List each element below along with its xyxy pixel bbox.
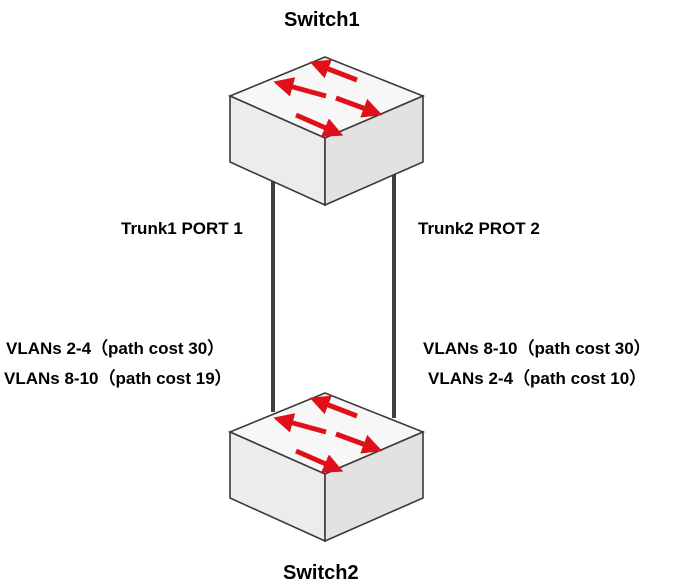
switch1-icon bbox=[227, 56, 426, 207]
trunk2-vlan-cost-2: VLANs 2-4（path cost 10） bbox=[428, 369, 647, 388]
trunk2-vlan-cost-1: VLANs 8-10（path cost 30） bbox=[423, 339, 651, 358]
trunk1-vlan-cost-1: VLANs 2-4（path cost 30） bbox=[6, 339, 225, 358]
switch1-label: Switch1 bbox=[284, 9, 360, 31]
switch2-label: Switch2 bbox=[283, 562, 359, 584]
trunk1-port-label: Trunk1 PORT 1 bbox=[121, 219, 243, 238]
switch2-icon bbox=[227, 392, 426, 543]
trunk2-port-label: Trunk2 PROT 2 bbox=[418, 219, 540, 238]
trunk1-vlan-cost-2: VLANs 8-10（path cost 19） bbox=[4, 369, 232, 388]
